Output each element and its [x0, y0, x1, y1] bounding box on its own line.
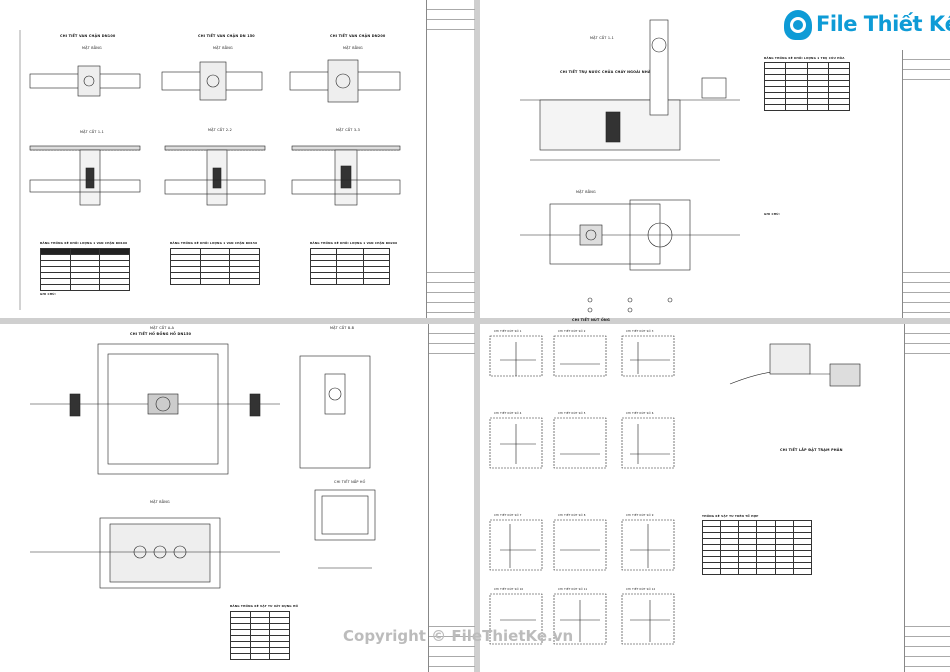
- meter-pit-title: CHI TIẾT HỐ ĐỒNG HỒ DN150: [130, 332, 192, 336]
- node-label: CHI TIẾT NÚT SỐ 6: [626, 412, 654, 415]
- hydrant-table-title: BẢNG THỐNG KÊ KHỐI LƯỢNG 1 TRỤ CỨU HỎA: [764, 56, 845, 60]
- anchor-title: CHI TIẾT LẮP ĐẶT TRẠM PHÂN: [780, 448, 843, 452]
- table-title-3: BẢNG THỐNG KÊ KHỐI LƯỢNG 1 VAN CHẶN DN20…: [310, 241, 398, 245]
- node-label: CHI TIẾT NÚT SỐ 8: [558, 514, 586, 517]
- hydrant-section: MẶT CẮT 1-1: [590, 36, 614, 40]
- plan-label-3: MẶT BẰNG: [343, 46, 363, 50]
- sheet-title-2: CHI TIẾT VAN CHẶN DN 150: [198, 34, 255, 38]
- quantity-table-1: [40, 248, 130, 291]
- hydrant-table: [763, 62, 851, 111]
- section-a-label: MẶT CẮT A-A: [150, 326, 175, 330]
- meter-pit-drawings: [30, 343, 376, 589]
- plan-label: MẶT BẰNG: [150, 500, 170, 504]
- divider-vertical: [474, 0, 480, 672]
- logo-text: File Thiết Kế.vn: [816, 12, 950, 36]
- node-label: CHI TIẾT NÚT SỐ 10: [494, 588, 524, 591]
- hydrant-plan: MẶT BẰNG: [576, 190, 596, 194]
- quantity-table-2: [170, 248, 260, 285]
- meter-table-title: BẢNG THỐNG KÊ VẬT TƯ XÂY DỰNG HỐ: [230, 604, 299, 608]
- sheet-title-3: CHI TIẾT VAN CHẶN DN200: [330, 34, 386, 38]
- plan-label-1: MẶT BẰNG: [82, 46, 102, 50]
- site-logo[interactable]: File Thiết Kế.vn: [780, 8, 950, 44]
- node-label: CHI TIẾT NÚT SỐ 9: [626, 514, 654, 517]
- cover-detail-label: CHI TIẾT NẮP HỐ: [334, 480, 366, 484]
- node-drawings: [489, 335, 861, 645]
- notes-label: GHI CHÚ:: [40, 292, 57, 296]
- title-block: [426, 0, 475, 318]
- sheet-bottom-right: CHI TIẾT NÚT ỐNG CHI TIẾT LẮP ĐẶT TRẠM P…: [480, 318, 950, 672]
- divider-horizontal: [0, 318, 950, 324]
- node-label: CHI TIẾT NÚT SỐ 2: [558, 330, 586, 333]
- sheet-top-left: CHI TIẾT VAN CHẶN DN100 CHI TIẾT VAN CHẶ…: [0, 0, 475, 318]
- hydrant-drawings: [520, 19, 740, 313]
- meter-pit-table: [230, 611, 290, 660]
- quantity-table-3: [309, 248, 391, 285]
- node-label: CHI TIẾT NÚT SỐ 3: [626, 330, 654, 333]
- node-label: CHI TIẾT NÚT SỐ 1: [494, 330, 522, 333]
- section-label-2: MẶT CẮT 2-2: [208, 128, 232, 132]
- node-title: CHI TIẾT NÚT ỐNG: [572, 318, 610, 322]
- title-block: [904, 324, 950, 672]
- section-label-3: MẶT CẮT 3-3: [336, 128, 360, 132]
- hydrant-notes: GHI CHÚ:: [764, 212, 781, 216]
- table-title-2: BẢNG THỐNG KÊ KHỐI LƯỢNG 1 VAN CHẶN DN15…: [170, 241, 258, 245]
- node-label: CHI TIẾT NÚT SỐ 5: [558, 412, 586, 415]
- vt-table-title: THỐNG KÊ VẬT TƯ TRÊN TỔ HỢP: [702, 514, 759, 518]
- hydrant-title: CHI TIẾT TRỤ NƯỚC CHỮA CHÁY NGOÀI NHÀ: [560, 70, 651, 74]
- section-label-1: MẶT CẮT 1-1: [80, 130, 104, 134]
- node-label: CHI TIẾT NÚT SỐ 11: [558, 588, 588, 591]
- sheet-title-1: CHI TIẾT VAN CHẶN DN100: [60, 34, 116, 38]
- title-block: [902, 50, 950, 318]
- node-label: CHI TIẾT NÚT SỐ 4: [494, 412, 522, 415]
- title-block: [428, 324, 475, 672]
- sheet-bottom-left: CHI TIẾT HỐ ĐỒNG HỒ DN150 MẶT CẮT A-A MẶ…: [0, 324, 475, 672]
- plan-label-2: MẶT BẰNG: [213, 46, 233, 50]
- vt-table: [701, 520, 813, 575]
- section-b-label: MẶT CẮT B-B: [330, 326, 355, 330]
- sheet-top-right: CHI TIẾT TRỤ NƯỚC CHỮA CHÁY NGOÀI NHÀ MẶ…: [480, 0, 950, 318]
- valve-plan-drawings: [19, 30, 401, 310]
- node-label: CHI TIẾT NÚT SỐ 7: [494, 514, 522, 517]
- table-title-1: BẢNG THỐNG KÊ KHỐI LƯỢNG 1 VAN CHẶN DN10…: [40, 241, 128, 245]
- node-label: CHI TIẾT NÚT SỐ 12: [626, 588, 656, 591]
- logo-badge-icon: [784, 10, 812, 40]
- watermark: Copyright © FileThietKe.vn: [343, 627, 574, 645]
